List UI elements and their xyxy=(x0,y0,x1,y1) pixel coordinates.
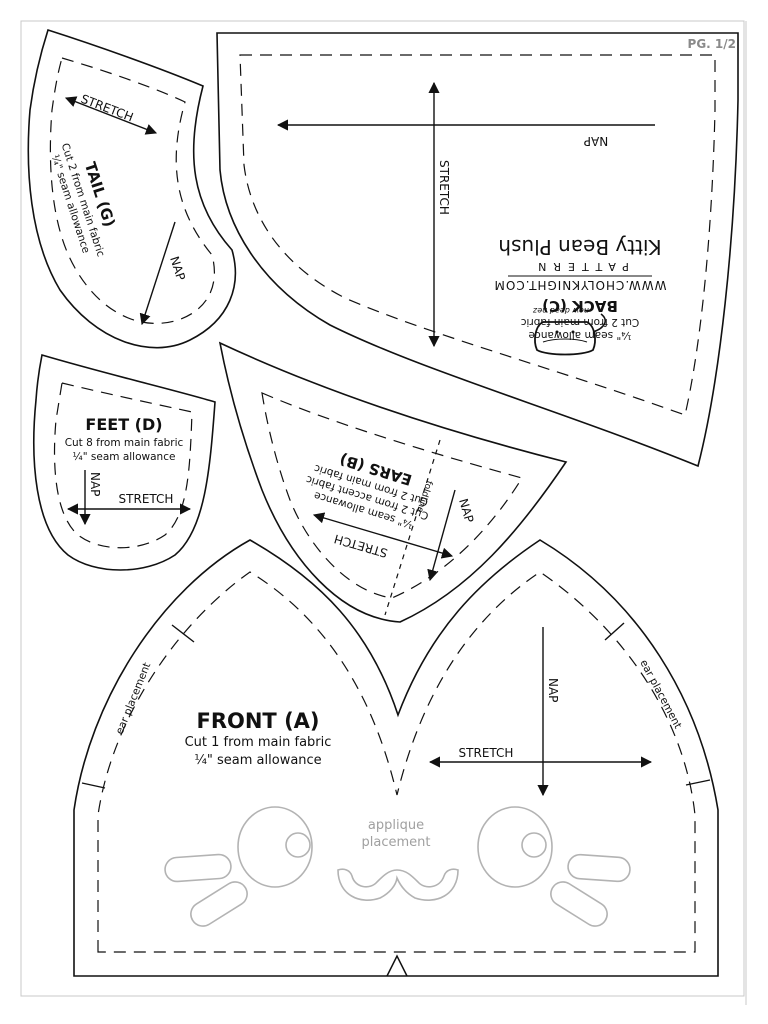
ears-stretch: STRETCH xyxy=(333,532,390,561)
front-stretch: STRETCH xyxy=(459,746,514,760)
front-nap: NAP xyxy=(546,678,560,702)
feet-piece: FEET (D) Cut 8 from main fabric ¼" seam … xyxy=(33,353,216,571)
tail-nap: NAP xyxy=(167,255,188,283)
right-whisker-lower xyxy=(550,881,608,927)
applique-label-line2: placement xyxy=(362,835,431,850)
front-title: FRONT (A) xyxy=(196,709,319,733)
back-brand-tagline: PATTERN xyxy=(531,260,629,273)
ears-piece: foldline ¼" seam allowance Cut 2 from ac… xyxy=(218,341,568,623)
page-border xyxy=(20,20,745,997)
back-stretch: STRETCH xyxy=(437,160,451,215)
feet-cut: Cut 8 from main fabric xyxy=(65,437,184,449)
logo-text: new dead nez xyxy=(532,306,589,315)
front-ear-placement-right: ear placement xyxy=(637,658,683,731)
back-title: BACK (C) xyxy=(542,297,618,315)
front-cut: Cut 1 from main fabric xyxy=(185,735,332,750)
feet-stretch: STRETCH xyxy=(119,492,174,506)
front-piece: ear placement ear placement FRONT (A) Cu… xyxy=(73,539,719,977)
tail-stretch: STRETCH xyxy=(79,92,135,125)
feet-seam: ¼" seam allowance xyxy=(73,451,176,463)
back-product: Kitty Bean Plush xyxy=(498,235,661,259)
ears-nap: NAP xyxy=(456,497,476,524)
left-eye-icon xyxy=(237,806,313,888)
right-eye-icon xyxy=(477,806,553,888)
applique-face xyxy=(164,806,631,927)
tail-piece: STRETCH TAIL (G) Cut 2 from main fabric … xyxy=(27,28,237,349)
back-nap: NAP xyxy=(584,134,608,148)
mouth-icon xyxy=(337,868,459,901)
right-whisker-upper xyxy=(567,853,631,883)
front-ear-placement-left: ear placement xyxy=(114,661,154,736)
back-seam: ¼" seam allowance xyxy=(529,329,632,341)
back-url: WWW.CHOLYKNIGHT.COM xyxy=(494,278,667,292)
left-whisker-upper xyxy=(164,853,232,883)
back-piece: NAP STRETCH ¼" seam allowance Cut 2 from… xyxy=(216,32,739,468)
feet-title: FEET (D) xyxy=(85,415,162,434)
feet-nap: NAP xyxy=(88,472,102,496)
page-number: PG. 1/2 xyxy=(688,37,736,51)
applique-label-line1: applique xyxy=(368,818,424,833)
front-seam: ¼" seam allowance xyxy=(194,753,321,768)
left-whisker-lower xyxy=(190,881,248,927)
logo-mascot-icon: new dead nez xyxy=(532,306,606,356)
